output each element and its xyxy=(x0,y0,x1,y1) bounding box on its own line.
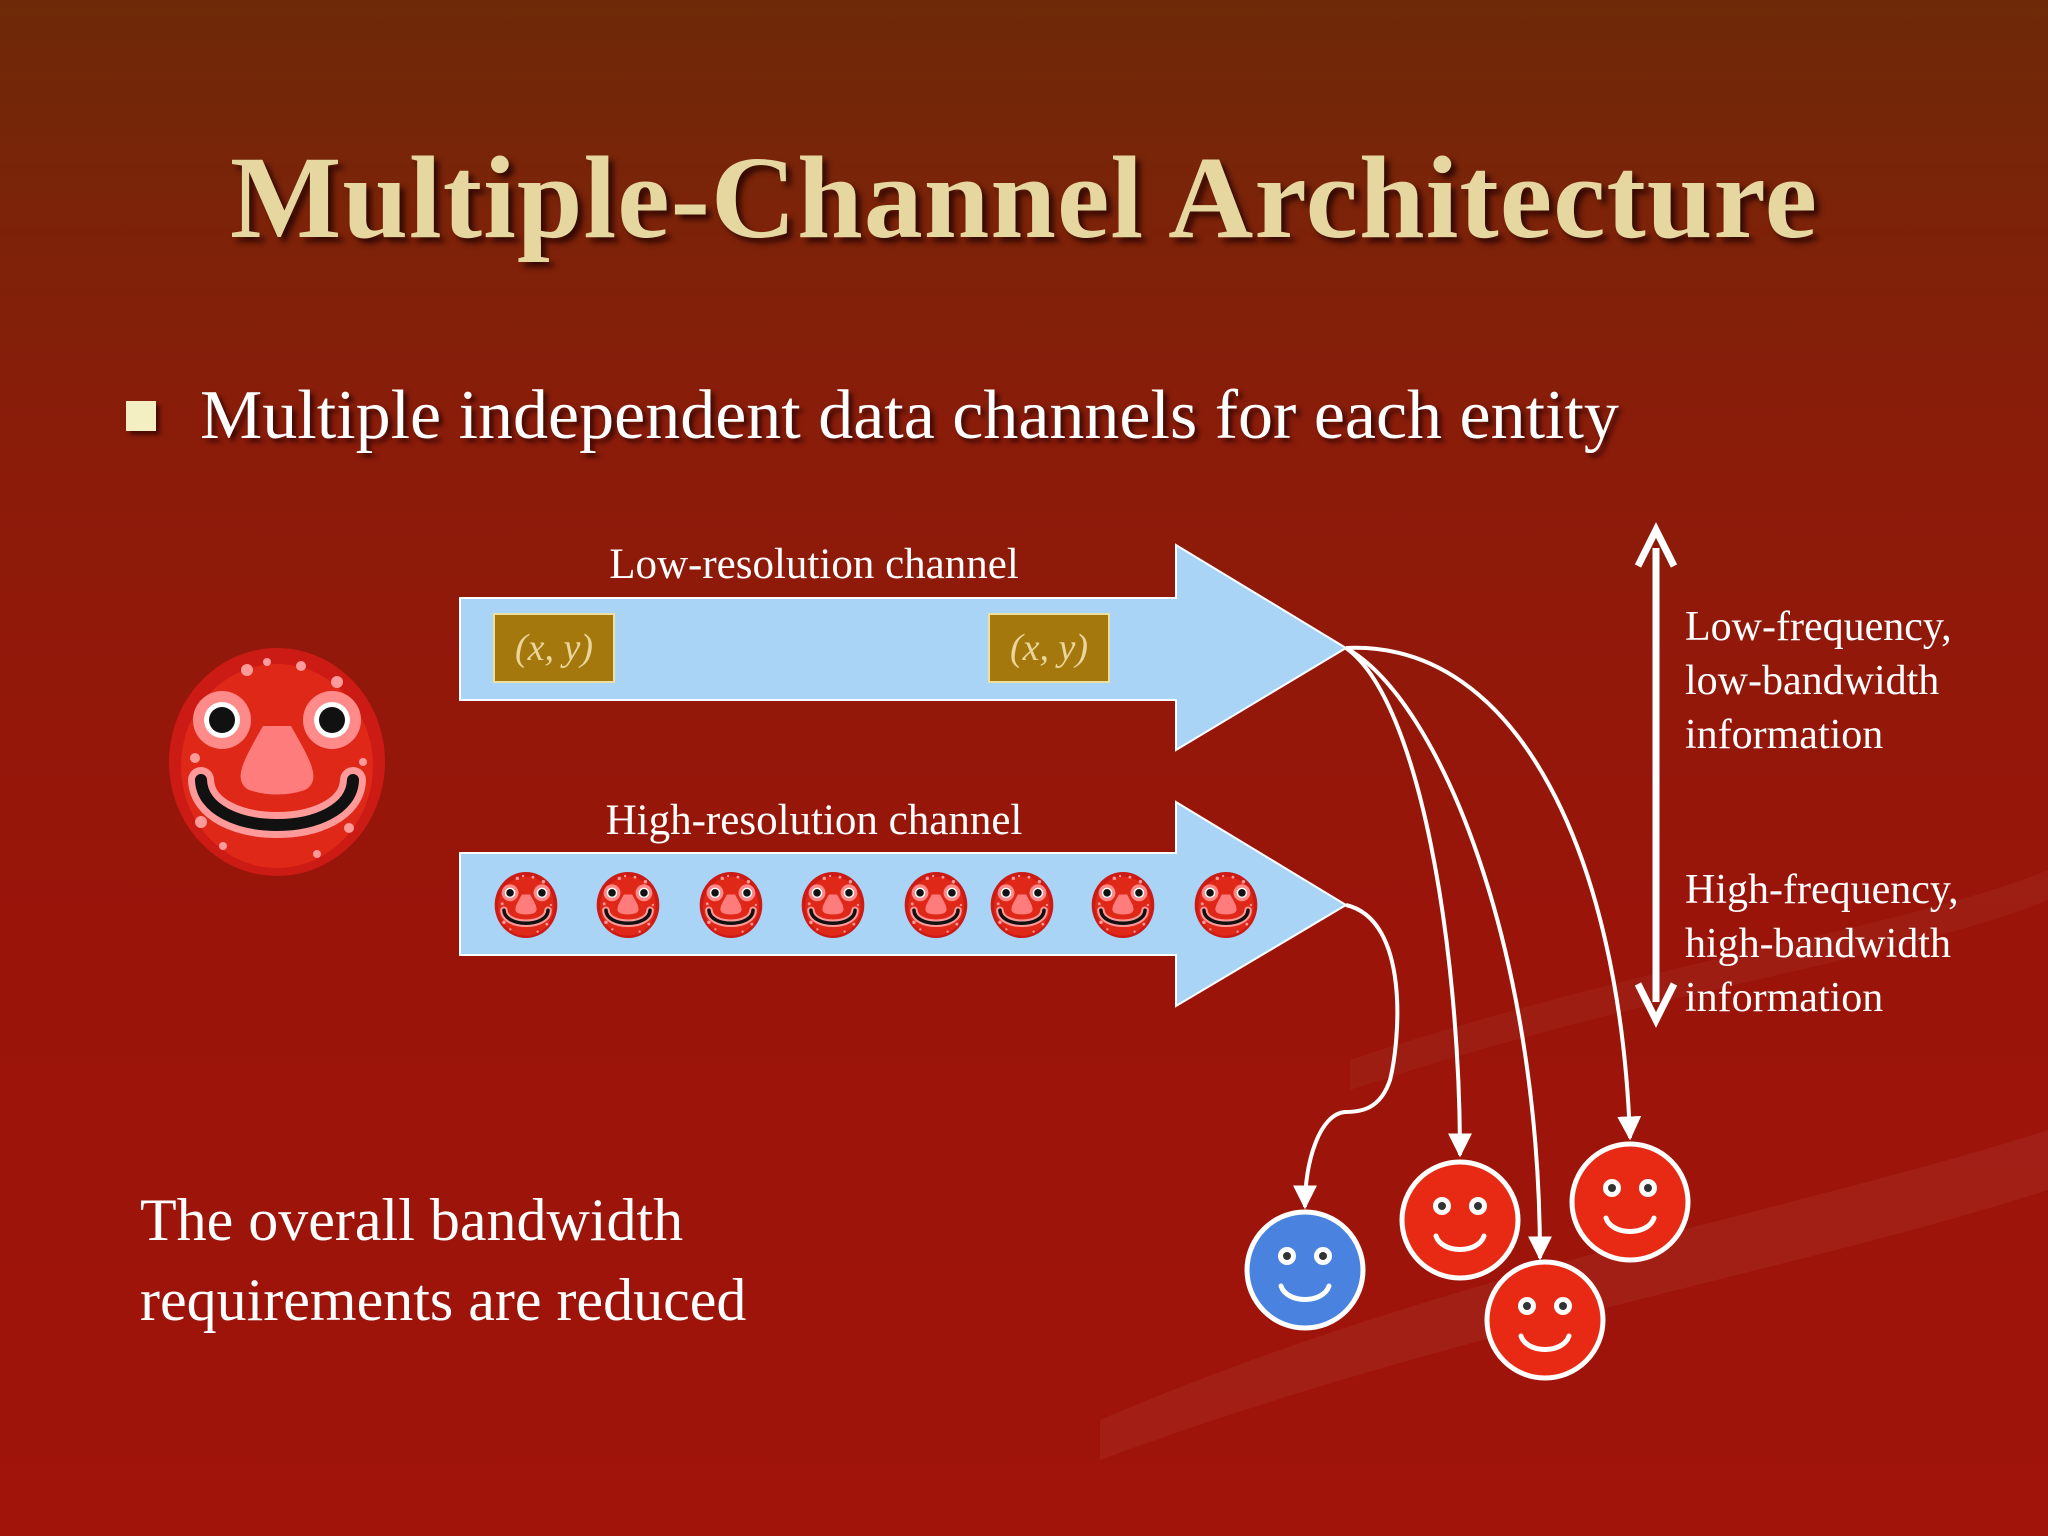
summary-line-2: requirements are reduced xyxy=(140,1267,747,1333)
low-channel-link-1 xyxy=(1344,646,1472,1158)
summary-line-1: The overall bandwidth xyxy=(140,1187,684,1253)
receiver-blue-smiley-icon xyxy=(1247,1212,1363,1328)
data-packet-label: (x, y) xyxy=(1010,627,1088,669)
high-channel-link xyxy=(1293,903,1400,1210)
clown-packet-icon xyxy=(905,872,968,938)
bullet-point: Multiple independent data channels for e… xyxy=(126,376,1619,456)
low-frequency-label-line3: information xyxy=(1685,712,1883,758)
clown-packet-icon xyxy=(802,872,865,938)
receiver-red-smiley-icon xyxy=(1402,1162,1518,1278)
high-resolution-channel-label: High-resolution channel xyxy=(606,797,1023,844)
slide-title: Multiple-Channel Architecture xyxy=(229,132,1818,263)
frequency-scale-arrow xyxy=(1634,522,1678,1028)
clown-packet-icon xyxy=(1092,872,1155,938)
data-packet-label: (x, y) xyxy=(515,627,593,669)
bullet-square-icon xyxy=(126,401,156,431)
receiver-red-smiley-icon xyxy=(1487,1262,1603,1378)
high-frequency-label-line3: information xyxy=(1685,975,1883,1021)
low-channel-link-2 xyxy=(1345,646,1552,1261)
low-frequency-label-line2: low-bandwidth xyxy=(1685,658,1939,704)
low-channel-link-3 xyxy=(1345,645,1642,1141)
low-frequency-label-line1: Low-frequency, xyxy=(1685,604,1952,650)
clown-packet-icon xyxy=(700,872,763,938)
clown-packet-icon xyxy=(495,872,558,938)
low-resolution-channel-arrow xyxy=(459,543,1348,752)
data-packet xyxy=(988,613,1110,683)
high-resolution-channel-arrow xyxy=(459,800,1348,1008)
clown-packet-icon xyxy=(597,872,660,938)
bullet-text: Multiple independent data channels for e… xyxy=(200,377,1619,454)
receiver-red-smiley-icon xyxy=(1572,1144,1688,1260)
high-frequency-label-line2: high-bandwidth xyxy=(1685,921,1951,967)
clown-packet-icon xyxy=(991,872,1054,938)
low-resolution-channel-label: Low-resolution channel xyxy=(609,541,1019,588)
data-packet xyxy=(493,613,615,683)
summary-text: The overall bandwidth requirements are r… xyxy=(140,1180,900,1340)
clown-packet-icon xyxy=(1195,872,1258,938)
source-entity-clown-icon xyxy=(169,648,385,876)
high-frequency-label-line1: High-frequency, xyxy=(1685,867,1959,913)
